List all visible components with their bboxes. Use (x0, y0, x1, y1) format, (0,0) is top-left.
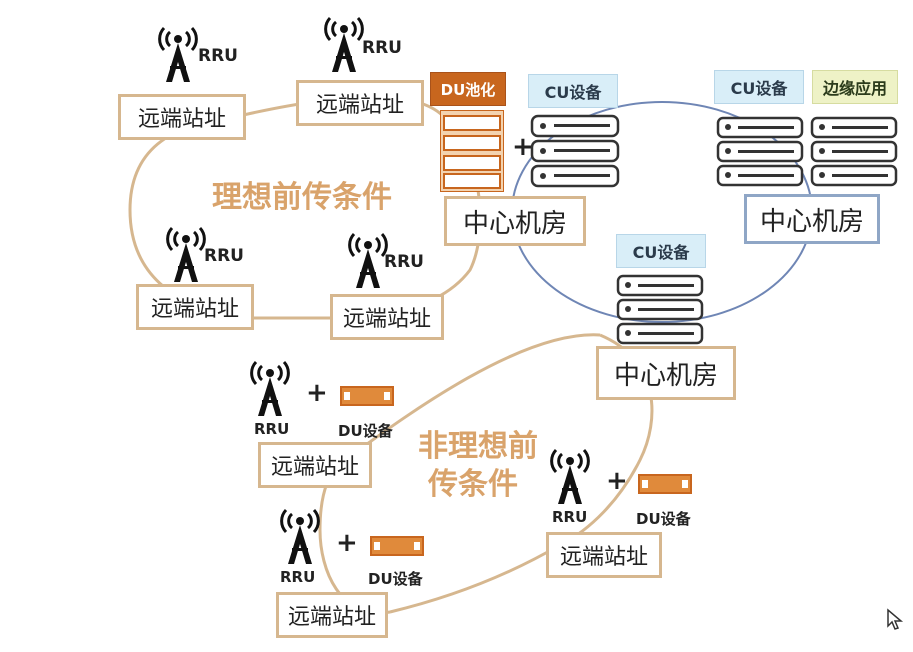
server-rack-icon (530, 114, 620, 188)
central-office-2[interactable]: 中心机房 (744, 194, 880, 244)
rru-antenna-3 (164, 222, 208, 288)
remote-site-box[interactable]: 远端站址 (330, 294, 444, 340)
cu-server-rack (716, 116, 804, 192)
server-rack-icon (716, 116, 804, 187)
rru-antenna-5 (248, 356, 292, 422)
rru-antenna-2 (322, 12, 366, 78)
remote-site-box[interactable]: 远端站址 (136, 284, 254, 330)
mouse-cursor-icon (887, 608, 904, 630)
du-device-unit (340, 386, 394, 410)
server-rack-icon (439, 109, 505, 193)
rru-antenna-4 (346, 228, 390, 294)
cu-server-rack (616, 274, 704, 350)
du-pool-label: DU池化 (430, 72, 506, 106)
edge-server-rack (810, 116, 898, 192)
rru-label: RRU (254, 420, 290, 438)
rru-antenna-icon (158, 26, 198, 82)
du-device-label: DU设备 (368, 570, 423, 588)
du-device-unit (370, 536, 424, 560)
rru-antenna-icon (324, 16, 364, 72)
remote-site-box[interactable]: 远端站址 (118, 94, 246, 140)
du-device-icon (638, 474, 692, 494)
rru-antenna-1 (156, 22, 200, 88)
ideal-fronthaul-title: 理想前传条件 (212, 180, 392, 215)
rru-antenna-icon (550, 448, 590, 504)
remote-site-box[interactable]: 远端站址 (296, 80, 424, 126)
du-device-unit (638, 474, 692, 498)
mouse-cursor (886, 608, 904, 636)
plus-sign: + (306, 378, 328, 408)
rru-label: RRU (384, 252, 424, 272)
central-office-1[interactable]: 中心机房 (444, 196, 586, 246)
rru-antenna-icon (166, 226, 206, 282)
plus-sign: + (606, 466, 628, 496)
du-device-label: DU设备 (636, 510, 691, 528)
cu-device-label: CU设备 (714, 70, 804, 104)
du-pool-rack (439, 109, 505, 196)
server-rack-icon (616, 274, 704, 345)
remote-site-box[interactable]: 远端站址 (258, 442, 372, 488)
cu-device-label: CU设备 (528, 74, 618, 108)
server-rack-icon (810, 116, 898, 187)
rru-antenna-icon (348, 232, 388, 288)
rru-antenna-7 (548, 444, 592, 510)
rru-label: RRU (362, 38, 402, 58)
du-device-icon (370, 536, 424, 556)
central-office-3[interactable]: 中心机房 (596, 346, 736, 400)
rru-antenna-6 (278, 504, 322, 570)
du-device-label: DU设备 (338, 422, 393, 440)
nonideal-fronthaul-title: 非理想前 传条件 (418, 429, 538, 502)
plus-sign: + (336, 528, 358, 558)
plus-sign: + (512, 132, 534, 162)
rru-label: RRU (280, 568, 316, 586)
cu-device-label: CU设备 (616, 234, 706, 268)
remote-site-box[interactable]: 远端站址 (276, 592, 388, 638)
rru-label: RRU (204, 246, 244, 266)
cu-server-rack (530, 114, 620, 192)
rru-antenna-icon (250, 360, 290, 416)
remote-site-box[interactable]: 远端站址 (546, 532, 662, 578)
rru-label: RRU (198, 46, 238, 66)
rru-antenna-icon (280, 508, 320, 564)
edge-app-label: 边缘应用 (812, 70, 898, 104)
rru-label: RRU (552, 508, 588, 526)
du-device-icon (340, 386, 394, 406)
